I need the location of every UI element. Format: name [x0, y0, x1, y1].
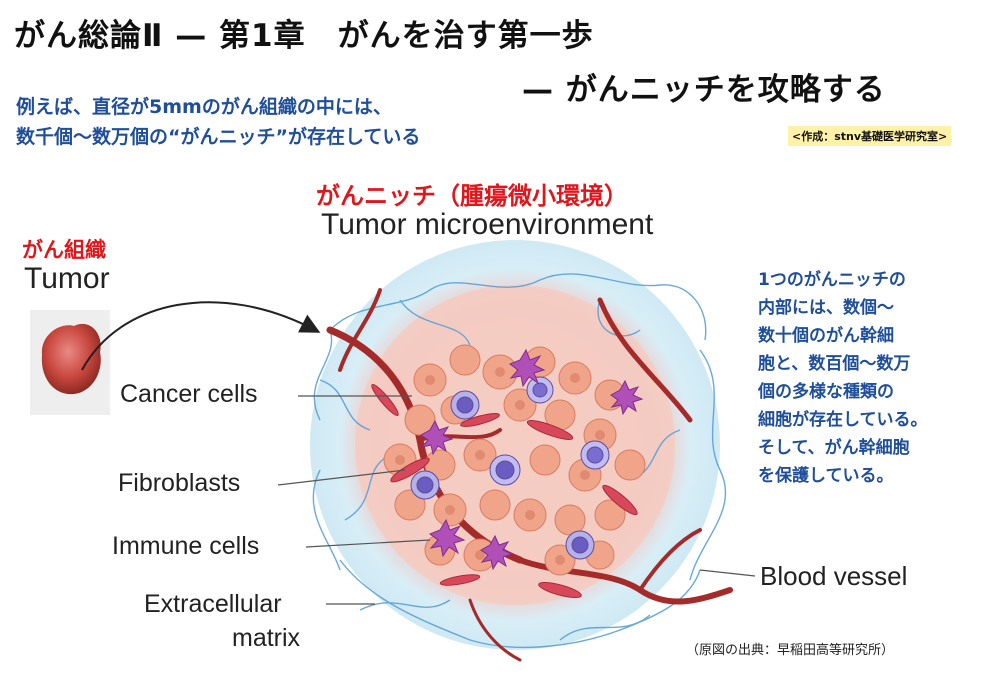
credit-badge: <作成：stnv基礎医学研究室>: [788, 126, 952, 146]
side-note: 1つのがんニッチの 内部には、数個～ 数十個のがん幹細 胞と、数百個～数万 個の…: [758, 266, 928, 490]
side-note-line: 胞と、数百個～数万: [758, 354, 911, 374]
intro-line-2: 数千個～数万個の“がんニッチ”が存在している: [16, 126, 421, 148]
side-note-line: 内部には、数個～: [758, 298, 894, 318]
tumor-label-ja: がん組織: [22, 238, 106, 262]
fibroblasts: [371, 383, 638, 598]
label-ecm-line2: matrix: [232, 624, 301, 652]
label-immune-cells: Immune cells: [112, 532, 260, 560]
source-citation: （原図の出典：早稲田高等研究所）: [686, 643, 895, 658]
tumor-label-en: Tumor: [24, 262, 110, 295]
label-fibroblasts: Fibroblasts: [118, 469, 241, 497]
immune-cells: [410, 376, 610, 560]
side-note-line: を保護している。: [758, 466, 894, 486]
page-title: がん総論Ⅱ — 第1章 がんを治す第一歩: [14, 18, 594, 54]
side-note-line: 数十個のがん幹細: [758, 326, 894, 346]
niche-title-ja: がんニッチ（腫瘍微小環境）: [316, 182, 628, 210]
tumor-photo: [30, 310, 110, 415]
side-note-line: そして、がん幹細胞: [758, 438, 910, 458]
tumor-to-niche-arrow: [81, 301, 321, 371]
leader-lines: [277, 395, 756, 605]
fibroblasts-leader: [277, 469, 406, 486]
side-note-line: 1つのがんニッチの: [758, 270, 906, 290]
intro-text: 例えば、直径が5mmのがん組織の中には、 数千個～数万個の“がんニッチ”が存在し…: [16, 92, 420, 152]
niche-title-en: Tumor microenvironment: [321, 208, 654, 241]
blood-vessel-leader: [699, 569, 756, 577]
label-blood-vessel: Blood vessel: [760, 561, 908, 591]
page-subtitle: — がんニッチを攻略する: [522, 72, 886, 108]
immune-cells-leader: [305, 539, 431, 548]
side-note-line: 個の多様な種類の: [758, 382, 894, 402]
dendritic-cells: [420, 348, 644, 571]
intro-line-1: 例えば、直径が5mmのがん組織の中には、: [16, 96, 392, 118]
label-cancer-cells: Cancer cells: [120, 380, 258, 408]
niche-sphere: [310, 240, 720, 650]
side-note-line: 細胞が存在している。: [758, 410, 928, 430]
label-ecm-line1: Extracellular: [144, 590, 282, 618]
cancer-cell-nuclei: [395, 367, 605, 565]
